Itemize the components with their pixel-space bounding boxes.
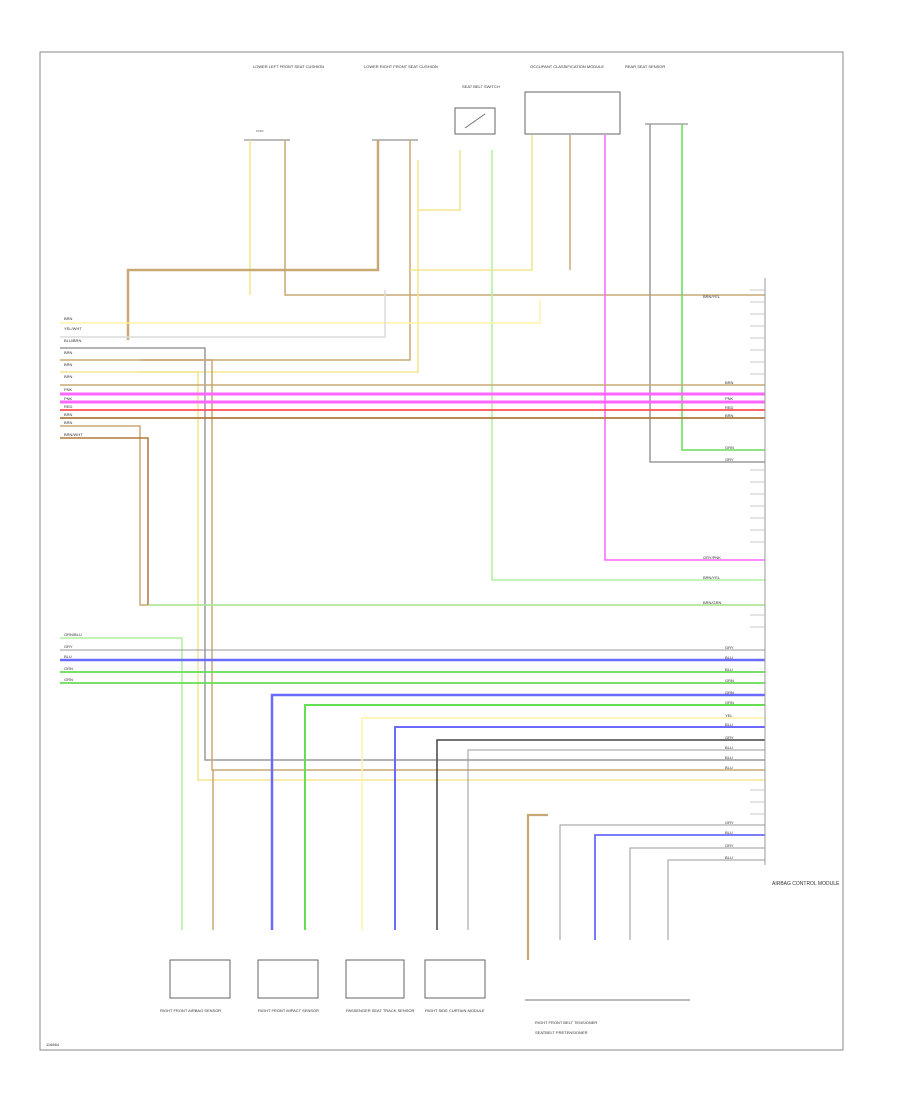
top-component-rr-label: REAR SEAT SENSOR: [625, 64, 665, 69]
bottom-component-b1-label: RIGHT FRONT AIRBAG SENSOR: [160, 1008, 221, 1013]
left-wire-label: GRN/BLU: [64, 632, 82, 637]
right-wire-label: BLU: [725, 755, 733, 760]
left-wire-label: GRN: [64, 666, 73, 671]
bottom-component-b6-label: SEATBELT PRETENSIONER: [535, 1030, 588, 1035]
right-wire-label: BLU: [725, 655, 733, 660]
right-wire-label: GRN: [725, 700, 734, 705]
right-wire-label: GRN: [725, 678, 734, 683]
bottom-component-b5: RIGHT FRONT BELT TENSIONER: [525, 999, 690, 1025]
bottom-component-b3: PASSENGER SEAT TRACK SENSOR: [345, 959, 415, 1013]
top-component-oc: OCCUPANT CLASSIFICATION MODULE: [524, 64, 621, 135]
bottom-component-b4-label: RIGHT SIDE CURTAIN MODULE: [425, 1008, 485, 1013]
right-wire-label: GRY: [725, 457, 734, 462]
right-wire-label: BRN/GRN: [703, 600, 722, 605]
right-wire-label: BRN/YEL: [703, 294, 721, 299]
right-wire-label: BLU: [725, 745, 733, 750]
right-wire-label: BRN/YEL: [703, 575, 721, 580]
left-wire-label: BRN: [64, 420, 73, 425]
right-wire-label: GRY/PNK: [703, 555, 721, 560]
bottom-component-b2: RIGHT FRONT IMPACT SENSOR: [257, 959, 319, 1013]
right-wire-label: GRY: [725, 843, 734, 848]
figure-id: 116864: [46, 1042, 60, 1047]
right-wire-label: BRN: [725, 413, 734, 418]
seat-module-wires: [526, 813, 765, 960]
right-wire-label: RED: [725, 405, 734, 410]
right-wire-label: PNK: [725, 396, 734, 401]
right-wire-label: BLU: [725, 855, 733, 860]
right-wire-label: BLU: [725, 830, 733, 835]
left-wire-label: RED: [64, 404, 73, 409]
top-component-lf-label: LOWER LEFT FRONT SEAT CUSHION: [253, 64, 324, 69]
left-wire-label: BRN: [64, 362, 73, 367]
bottom-component-b4: RIGHT SIDE CURTAIN MODULE: [424, 959, 486, 1013]
right-wire-label: GRY: [725, 735, 734, 740]
top-component-oc-label: OCCUPANT CLASSIFICATION MODULE: [530, 64, 604, 69]
right-wire-label: GRY: [725, 645, 734, 650]
right-wire-label: GRN: [725, 690, 734, 695]
top-component-sw-label: SEAT BELT SWITCH: [462, 84, 500, 89]
top-component-rr: REAR SEAT SENSOR: [625, 64, 688, 125]
bottom-component-b5-label: RIGHT FRONT BELT TENSIONER: [535, 1020, 597, 1025]
right-wire-label: GRN: [725, 445, 734, 450]
left-wire-label: PNK: [64, 387, 73, 392]
right-wire-label: BLU: [725, 722, 733, 727]
diagram-frame: [39, 51, 844, 1051]
right-wire-label: YEL: [725, 713, 733, 718]
left-wire-label: BRN: [64, 412, 73, 417]
top-component-rf: LOWER RIGHT FRONT SEAT CUSHION: [364, 64, 438, 141]
left-wire-label: BRN: [64, 374, 73, 379]
left-wire-label: BLU/BRN: [64, 338, 81, 343]
left-wire-label: PNK: [64, 396, 73, 401]
left-wire-label: GRN: [64, 677, 73, 682]
right-wire-label: BRN: [725, 380, 734, 385]
horizontal-bus-wires: [60, 290, 765, 781]
left-wire-label: BRN: [64, 316, 73, 321]
left-wire-label: BLU: [64, 654, 72, 659]
top-component-lf: LOWER LEFT FRONT SEAT CUSHION ▭▭: [244, 64, 324, 141]
control-module-label: AIRBAG CONTROL MODULE: [772, 881, 840, 887]
left-wire-label: GRY: [64, 644, 73, 649]
top-vertical-wires: [126, 124, 765, 581]
right-wire-labels: BRN/YEL BRN PNK RED BRN GRN GRY GRY/PNK …: [703, 294, 734, 860]
left-wire-labels: BRN YEL/WHT BLU/BRN BRN BRN BRN PNK PNK …: [64, 316, 83, 682]
right-wire-label: GRY: [725, 820, 734, 825]
top-component-rf-label: LOWER RIGHT FRONT SEAT CUSHION: [364, 64, 438, 69]
lower-bus-wires: [60, 637, 765, 930]
right-wire-label: BLU: [725, 765, 733, 770]
bottom-component-b3-label: PASSENGER SEAT TRACK SENSOR: [346, 1008, 415, 1013]
top-component-sw: SEAT BELT SWITCH: [454, 84, 500, 135]
left-wire-label: BRN: [64, 350, 73, 355]
left-wire-label: BRN/WHT: [64, 432, 83, 437]
connector-tag: ▭▭: [256, 128, 264, 133]
bottom-component-b2-label: RIGHT FRONT IMPACT SENSOR: [258, 1008, 319, 1013]
connector-ticks: [750, 289, 765, 815]
left-wire-label: YEL/WHT: [64, 326, 82, 331]
bottom-component-b6: SEATBELT PRETENSIONER: [535, 1030, 588, 1035]
bottom-component-b1: RIGHT FRONT AIRBAG SENSOR: [160, 959, 231, 1013]
right-wire-label: BLU: [725, 667, 733, 672]
